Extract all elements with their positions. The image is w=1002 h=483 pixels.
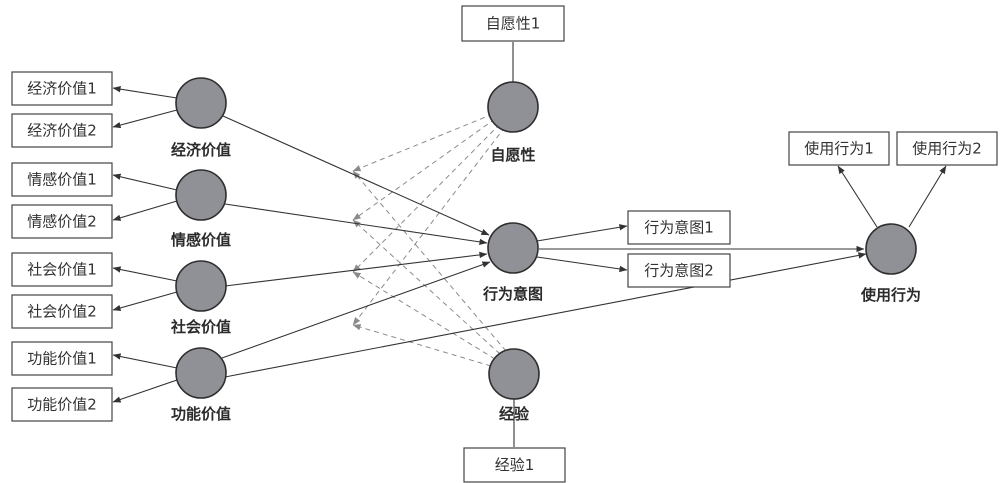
latent-experience: 经验 <box>488 348 540 423</box>
edge-experience-to-soc-path <box>352 271 496 360</box>
edge-voluntary-to-soc-path <box>352 123 501 273</box>
indicator-vol1-label: 自愿性1 <box>486 15 541 33</box>
indicator-exp1: 经验1 <box>463 447 566 483</box>
indicator-int2: 行为意图2 <box>627 253 731 288</box>
structural-edges <box>112 42 947 447</box>
latent-intention: 行为意图 <box>482 222 543 303</box>
indicator-use2-label: 使用行为2 <box>912 140 982 158</box>
edge-experience-to-func-path <box>352 324 492 367</box>
edge-emo-to-emo1 <box>112 173 178 191</box>
edge-emo-to-emo2 <box>112 200 178 221</box>
edge-econ-to-econ1 <box>112 86 178 99</box>
edge-econ-to-intention <box>222 115 490 236</box>
indicator-soc2-label: 社会价值2 <box>27 303 97 321</box>
edge-soc-to-intention <box>224 251 488 287</box>
indicator-int1: 行为意图1 <box>627 210 731 245</box>
edge-voluntary-to-func-path <box>352 126 506 326</box>
edge-soc-to-soc2 <box>112 291 178 312</box>
edge-func-to-func2 <box>112 379 178 403</box>
latent-functional-label: 功能价值 <box>171 405 231 423</box>
latent-functional: 功能价值 <box>171 347 231 423</box>
indicator-econ1: 经济价值1 <box>11 71 113 106</box>
latent-economic: 经济价值 <box>171 77 231 159</box>
edge-econ-to-econ2 <box>112 109 178 129</box>
indicator-boxes: 经济价值1 经济价值2 情感价值1 情感价值2 社会价值1 社会价值2 功能价值… <box>11 5 998 483</box>
indicator-soc2: 社会价值2 <box>11 294 113 329</box>
latent-behavior-label: 使用行为 <box>860 286 921 304</box>
edge-voluntary-to-econ-path <box>352 113 494 172</box>
indicator-soc1-label: 社会价值1 <box>27 261 97 279</box>
latent-social-label: 社会价值 <box>170 318 231 336</box>
edge-behavior-to-use1 <box>837 165 878 228</box>
edge-intention-to-int2 <box>536 256 628 273</box>
edge-voluntary-to-emo-path <box>352 118 496 221</box>
latent-behavior: 使用行为 <box>860 223 921 304</box>
indicator-econ2: 经济价值2 <box>11 113 113 148</box>
indicator-use2: 使用行为2 <box>896 131 998 166</box>
latent-intention-label: 行为意图 <box>482 285 543 303</box>
indicator-emo2-label: 情感价值2 <box>27 213 97 231</box>
indicator-int2-label: 行为意图2 <box>644 262 714 280</box>
indicator-int1-label: 行为意图1 <box>644 219 714 237</box>
indicator-use1: 使用行为1 <box>788 131 890 166</box>
latent-emotional-label: 情感价值 <box>171 231 231 249</box>
latent-nodes: 经济价值 情感价值 社会价值 功能价值 自愿性 行为意图 经验 使用行为 <box>170 77 921 423</box>
latent-voluntary-label: 自愿性 <box>490 146 535 164</box>
edge-emo-to-intention <box>224 203 488 246</box>
edge-func-to-intention <box>221 261 491 359</box>
indicator-emo1: 情感价值1 <box>11 162 113 197</box>
indicator-vol1: 自愿性1 <box>461 5 565 42</box>
latent-economic-label: 经济价值 <box>171 141 231 159</box>
indicator-func2: 功能价值2 <box>11 387 113 422</box>
edge-behavior-to-use2 <box>908 165 947 228</box>
indicator-soc1: 社会价值1 <box>11 252 113 287</box>
indicator-exp1-label: 经验1 <box>495 456 535 474</box>
edge-intention-to-int1 <box>536 224 628 242</box>
latent-social: 社会价值 <box>170 260 231 336</box>
indicator-emo2: 情感价值2 <box>11 204 113 239</box>
indicator-econ1-label: 经济价值1 <box>27 80 97 98</box>
edge-soc-to-soc1 <box>112 266 178 282</box>
moderator-edges <box>352 113 507 367</box>
edge-experience-to-emo-path <box>352 219 501 355</box>
latent-voluntary: 自愿性 <box>487 81 539 164</box>
indicator-func1-label: 功能价值1 <box>27 350 97 368</box>
latent-experience-label: 经验 <box>499 405 530 423</box>
indicator-func1: 功能价值1 <box>11 341 113 376</box>
indicator-econ2-label: 经济价值2 <box>27 122 97 140</box>
indicator-emo1-label: 情感价值1 <box>27 171 97 189</box>
edge-func-to-behavior <box>224 252 867 378</box>
indicator-use1-label: 使用行为1 <box>804 140 874 158</box>
latent-emotional: 情感价值 <box>171 169 231 249</box>
indicator-func2-label: 功能价值2 <box>27 396 97 414</box>
edge-func-to-func1 <box>112 353 178 369</box>
